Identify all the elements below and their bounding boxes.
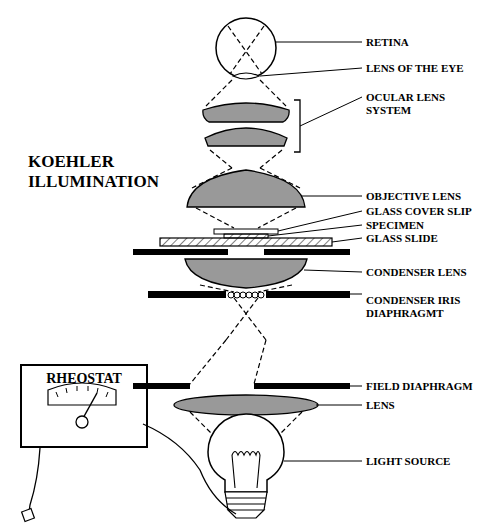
part-label: GLASS COVER SLIP: [366, 205, 496, 218]
part-label: SPECIMEN: [366, 219, 496, 232]
part-label: CONDENSER LENS: [366, 266, 496, 279]
diagram-title: KOEHLER ILLUMINATION: [28, 152, 178, 192]
part-label: FIELD DIAPHRAGM: [366, 380, 496, 393]
part-label: GLASS SLIDE: [366, 232, 496, 245]
rheostat-box: RHEOSTAT: [20, 364, 148, 448]
node-text: RHEOSTAT: [22, 366, 146, 387]
part-label: LENS OF THE EYE: [366, 62, 496, 75]
part-label: LIGHT SOURCE: [366, 455, 496, 468]
part-label: OBJECTIVE LENS: [366, 190, 496, 203]
part-label: RETINA: [366, 36, 496, 49]
part-label: LENS: [366, 399, 496, 412]
part-label: OCULAR LENS SYSTEM: [366, 91, 458, 117]
part-label: CONDENSER IRIS DIAPHRAGMT: [366, 294, 476, 320]
